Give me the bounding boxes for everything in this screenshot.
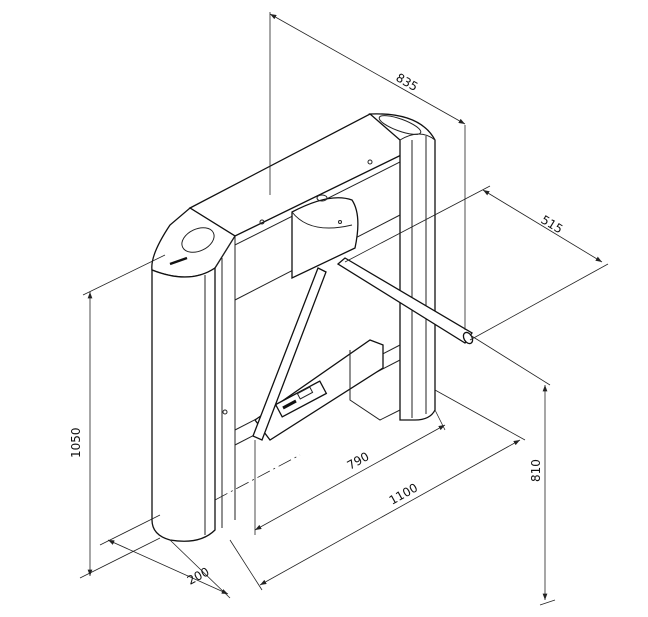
dimension-200-label: 200 [185,565,212,588]
dimension-515-label: 515 [538,213,565,237]
dimension-790-label: 790 [345,449,372,472]
dimension-1050-label: 1050 [69,427,83,458]
turnstile-body [151,113,474,542]
barrier-arm-horizontal [336,257,473,344]
left-pillar [151,266,216,542]
dimension-1100-label: 1100 [387,481,421,508]
direction-arrow-sign [274,380,328,418]
dimension-810-label: 810 [529,459,543,482]
dimension-835-label: 835 [394,70,421,94]
mechanism-housing [291,197,359,280]
dimension-lines [79,12,609,606]
